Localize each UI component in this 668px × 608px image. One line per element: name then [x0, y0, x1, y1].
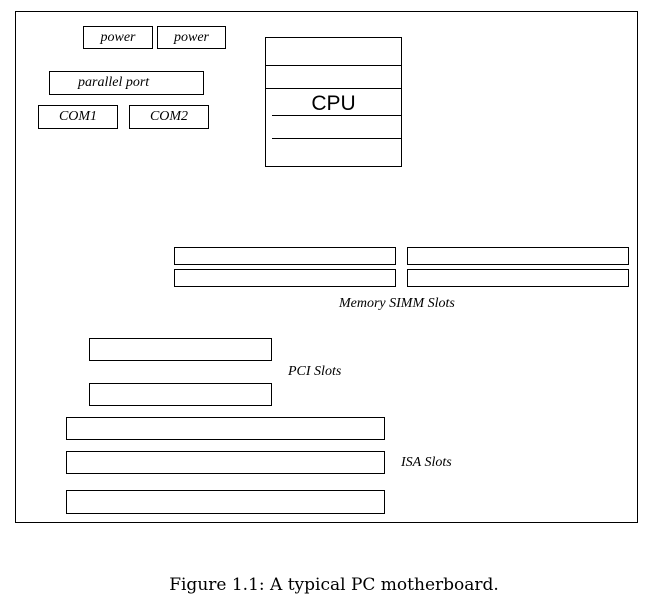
parallel-port: parallel port [49, 71, 204, 95]
com1-port: COM1 [38, 105, 118, 129]
isa-slot [66, 417, 385, 440]
figure-caption: Figure 1.1: A typical PC motherboard. [169, 575, 499, 595]
pci-slots-label: PCI Slots [288, 364, 342, 379]
memory-simm-slot [174, 269, 396, 287]
pci-slot [89, 383, 272, 406]
cpu-divider [266, 65, 401, 66]
memory-simm-slot [407, 269, 629, 287]
pci-slot [89, 338, 272, 361]
parallel-port-label: parallel port [78, 75, 150, 90]
power-connector-left-label: power [100, 29, 136, 45]
memory-simm-slot [407, 247, 629, 265]
cpu-socket: CPU [265, 37, 402, 167]
cpu-divider [272, 138, 401, 139]
isa-slot [66, 490, 385, 514]
isa-slots-label: ISA Slots [401, 455, 452, 470]
isa-slot [66, 451, 385, 474]
power-connector-left: power [83, 26, 153, 49]
com2-port-label: COM2 [149, 109, 189, 124]
power-connector-right: power [157, 26, 226, 49]
power-connector-right-label: power [174, 29, 209, 45]
memory-slots-label: Memory SIMM Slots [339, 296, 455, 311]
cpu-divider [272, 115, 401, 116]
memory-simm-slot [174, 247, 396, 265]
com2-port: COM2 [129, 105, 209, 129]
com1-port-label: COM1 [58, 109, 98, 124]
cpu-divider [266, 88, 401, 89]
cpu-label: CPU [311, 92, 356, 115]
motherboard-outline [15, 11, 638, 523]
